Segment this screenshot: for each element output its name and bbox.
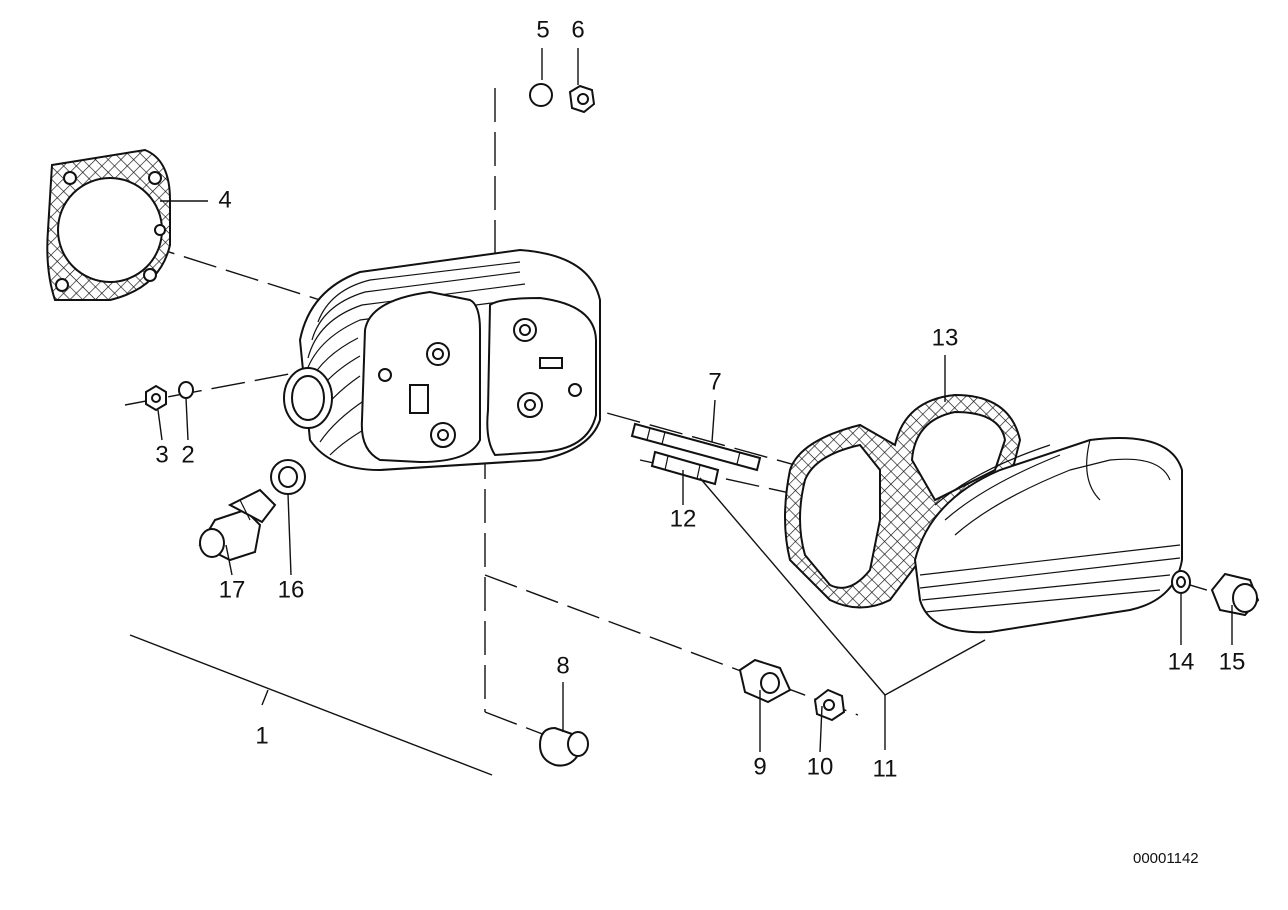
callout-12: 12 (670, 505, 697, 532)
callout-4: 4 (218, 186, 231, 213)
drawing-number: 00001142 (1133, 850, 1199, 867)
callout-14: 14 (1168, 648, 1195, 675)
callout-5: 5 (536, 16, 549, 43)
callout-17: 17 (219, 576, 246, 603)
callout-8: 8 (556, 652, 569, 679)
plug (538, 726, 589, 767)
cap-nut-and-washer (1171, 570, 1260, 617)
callout-13: 13 (932, 324, 959, 351)
callout-11: 11 (873, 755, 898, 782)
valve-cover (913, 437, 1183, 634)
callout-1: 1 (255, 722, 268, 749)
head-gasket (46, 148, 171, 301)
sealing-ring (270, 459, 306, 495)
callout-3: 3 (155, 441, 168, 468)
callout-7: 7 (708, 368, 721, 395)
leader-lines (129, 48, 1233, 776)
studs (630, 422, 762, 486)
assembly-axes (99, 88, 1241, 736)
callout-9: 9 (753, 753, 766, 780)
top-washer-and-nut (529, 83, 596, 114)
callout-2: 2 (181, 441, 194, 468)
screw-in-fitting (198, 488, 277, 562)
cylinder-head (283, 248, 601, 472)
callout-16: 16 (278, 576, 305, 603)
callout-15: 15 (1219, 648, 1246, 675)
cover-gasket (784, 393, 1022, 609)
callout-labels: 1 2 3 4 5 6 7 8 9 10 11 12 13 14 15 16 1… (155, 16, 1245, 782)
callout-6: 6 (571, 16, 584, 43)
clamp-and-nut (738, 658, 846, 722)
callout-10: 10 (807, 753, 834, 780)
